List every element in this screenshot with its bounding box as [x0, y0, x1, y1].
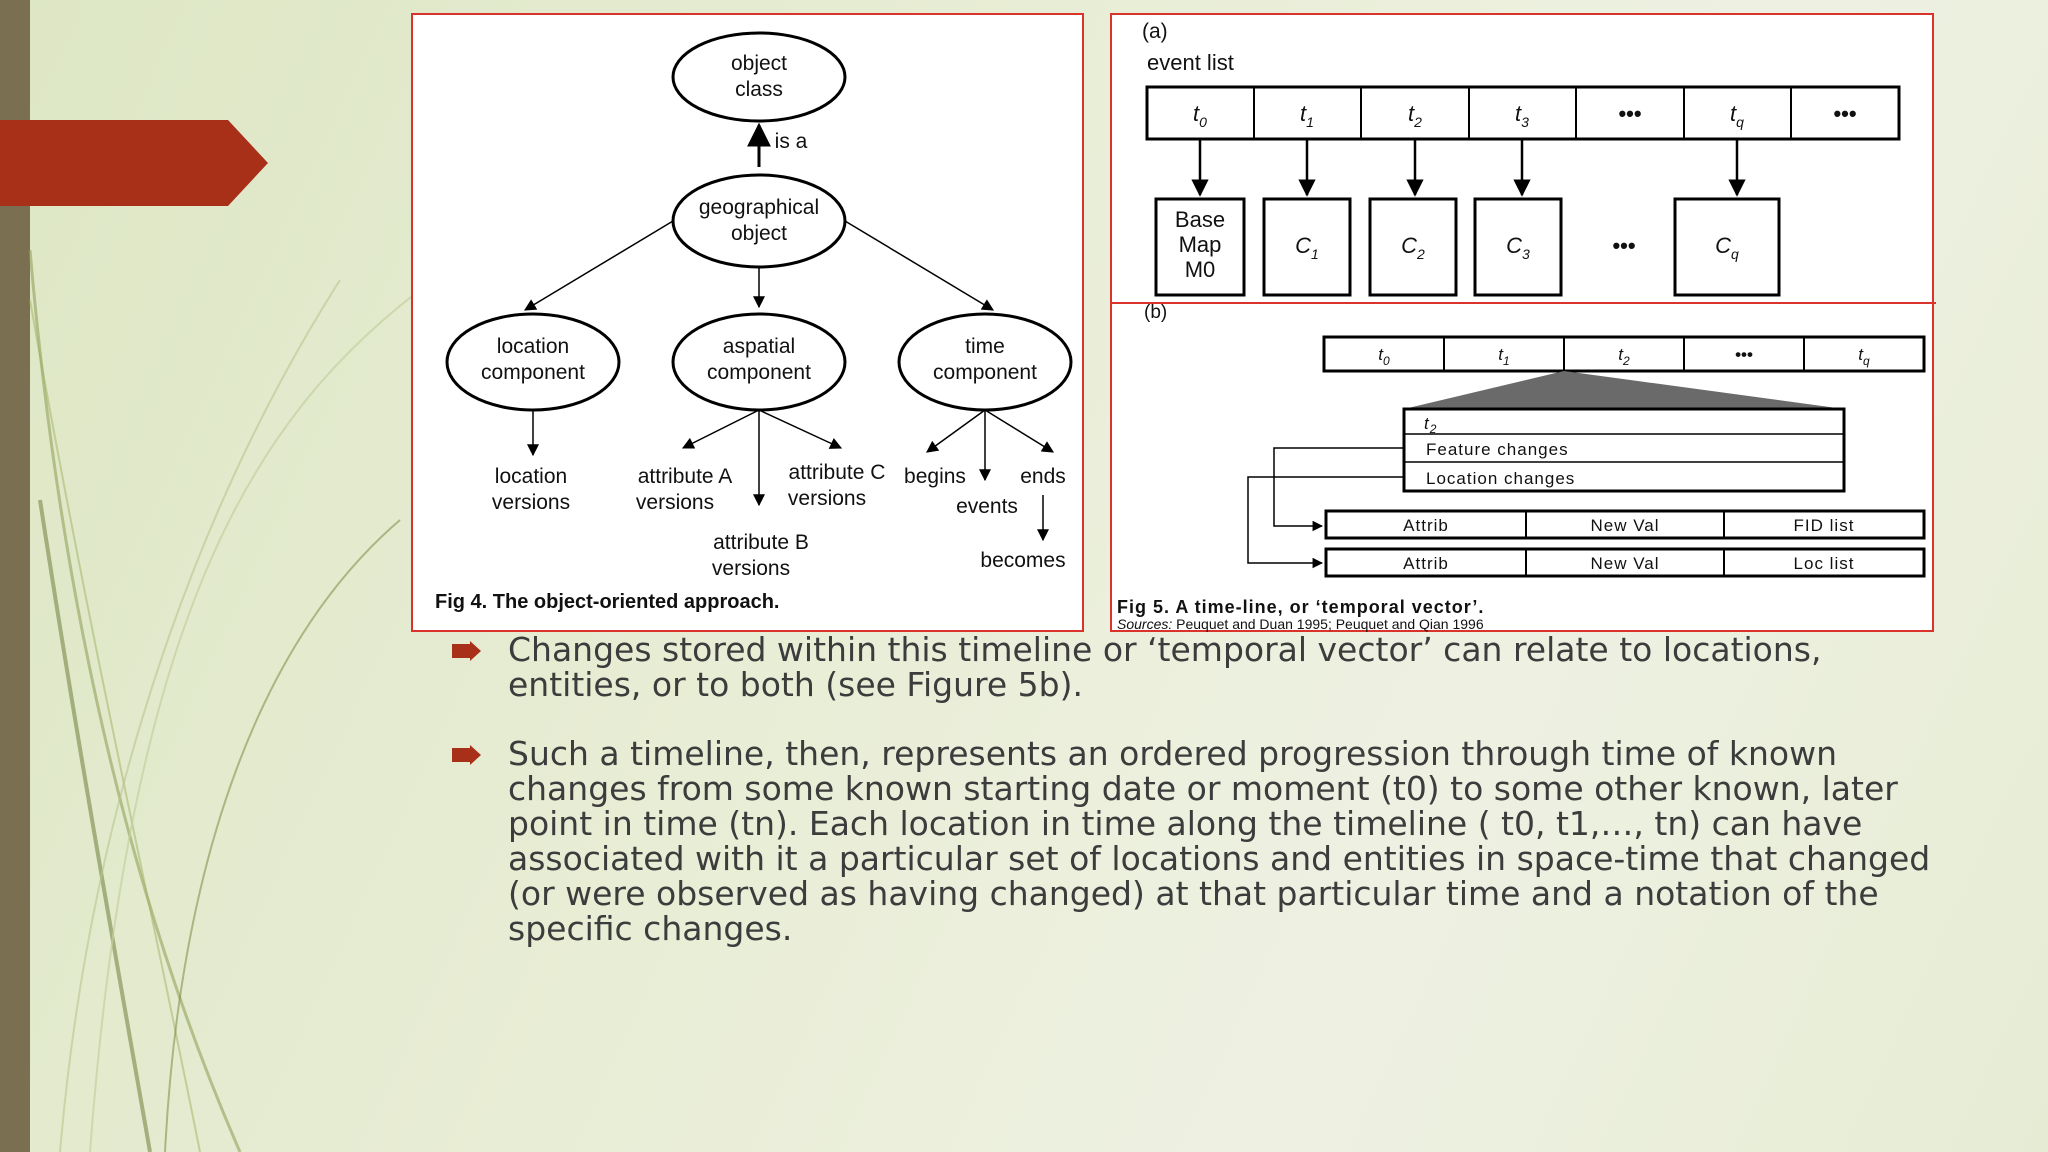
fig5-caption: Fig 5. A time-line, or ‘temporal vector’…: [1117, 597, 1484, 617]
event-cell-3: t3: [1515, 101, 1529, 130]
location-component-label-2: component: [481, 361, 585, 384]
attribute-c-label-2: versions: [788, 487, 866, 510]
is-a-label: is a: [775, 130, 808, 153]
event-list-label: event list: [1147, 50, 1234, 75]
change-label-3: C3: [1506, 233, 1530, 262]
time-component-label-1: time: [965, 335, 1005, 358]
arrow-to-time-component: [844, 220, 995, 311]
fig5-part-a-label: (a): [1142, 20, 1168, 43]
bullet-arrow-icon: [452, 641, 481, 661]
arrow-to-attribute-c: [758, 409, 843, 449]
attribute-b-label-1: attribute B: [713, 531, 809, 554]
attribute-a-label-1: attribute A: [638, 465, 733, 488]
change-box-1: [1262, 197, 1352, 297]
row2-attrib: Attrib: [1403, 554, 1449, 573]
base-map-box: [1154, 197, 1246, 297]
arrow-to-begins: [926, 409, 986, 453]
geographical-object-label-2: object: [731, 222, 787, 245]
aspatial-component-label-1: aspatial: [723, 335, 795, 358]
row2-new-val: New Val: [1590, 554, 1659, 573]
bullet-item: Changes stored within this timeline or ‘…: [450, 632, 1950, 702]
arrow-to-attribute-a: [681, 409, 760, 449]
decorative-curves: [28, 249, 420, 1152]
location-component-label-1: location: [497, 335, 569, 358]
time-component-label-2: component: [933, 361, 1037, 384]
becomes-label: becomes: [980, 549, 1065, 572]
change-box-q: [1673, 197, 1781, 297]
bullet-item: Such a timeline, then, represents an ord…: [450, 736, 1950, 946]
event-cell-ellipsis-1: •••: [1618, 101, 1641, 126]
location-versions-label-2: versions: [492, 491, 570, 514]
events-label: events: [956, 495, 1018, 518]
bullet-list: Changes stored within this timeline or ‘…: [450, 632, 1950, 980]
row2-loc-list: Loc list: [1794, 554, 1855, 573]
geographical-object-node: [671, 173, 847, 269]
bullet-text-2: Such a timeline, then, represents an ord…: [508, 734, 1931, 948]
bullet-arrow-icon: [452, 745, 481, 765]
connector-feature: [1273, 447, 1404, 532]
attribute-c-label-1: attribute C: [789, 461, 886, 484]
object-class-node: [671, 31, 847, 123]
attribute-b-label-2: versions: [712, 557, 790, 580]
timeline-b-cell-q: tq: [1858, 345, 1870, 368]
fig4-caption: Fig 4. The object-oriented approach.: [435, 591, 779, 613]
attrib-row-1: [1324, 509, 1926, 540]
aspatial-component-label-2: component: [707, 361, 811, 384]
change-label-q: Cq: [1715, 233, 1739, 262]
arrow-to-ends: [984, 409, 1055, 453]
feature-changes-label: Feature changes: [1426, 440, 1569, 459]
zoom-wedge: [1404, 371, 1844, 409]
row1-fid-list: FID list: [1794, 516, 1855, 535]
event-list-bar: [1145, 85, 1901, 141]
event-cell-1: t1: [1300, 101, 1314, 130]
base-map-label-1: Base: [1175, 207, 1225, 232]
red-arrow-tab: [0, 120, 268, 206]
row1-attrib: Attrib: [1403, 516, 1449, 535]
location-changes-label: Location changes: [1426, 469, 1575, 488]
object-class-label-2: class: [735, 78, 783, 101]
geographical-object-label-1: geographical: [699, 196, 819, 219]
base-map-label-3: M0: [1185, 257, 1216, 282]
timeline-b-cell-2: t2: [1618, 345, 1630, 368]
object-class-label-1: object: [731, 52, 787, 75]
event-cell-2: t2: [1408, 101, 1422, 130]
connector-location: [1247, 476, 1404, 569]
event-cell-ellipsis-2: •••: [1833, 101, 1856, 126]
figure-4-panel: object class is a geographical object lo…: [411, 13, 1084, 632]
arrow-to-location-component: [523, 220, 674, 311]
timeline-b-cell-1: t1: [1498, 345, 1509, 368]
location-versions-label-1: location: [495, 465, 567, 488]
begins-label: begins: [904, 465, 966, 488]
base-map-label-2: Map: [1179, 232, 1222, 257]
change-box-3: [1473, 197, 1563, 297]
fig5-part-b-label: (b): [1144, 302, 1167, 323]
attrib-row-2: [1324, 547, 1926, 578]
row1-new-val: New Val: [1590, 516, 1659, 535]
figure-5-panel: (a) event list t0 t1 t2 t3 ••• tq •••: [1110, 13, 1936, 632]
change-label-1: C1: [1295, 233, 1319, 262]
timeline-b-bar: [1322, 335, 1926, 373]
detail-header: t2: [1424, 414, 1437, 436]
change-ellipsis: •••: [1612, 233, 1635, 258]
event-cell-0: t0: [1193, 101, 1207, 130]
ends-label: ends: [1020, 465, 1066, 488]
event-cell-q: tq: [1730, 101, 1744, 130]
change-label-2: C2: [1401, 233, 1425, 262]
attribute-a-label-2: versions: [636, 491, 714, 514]
change-box-2: [1368, 197, 1458, 297]
timeline-b-ellipsis: •••: [1735, 345, 1753, 364]
detail-box: [1402, 407, 1846, 493]
fig5-sources: Sources: Peuquet and Duan 1995; Peuquet …: [1117, 616, 1484, 632]
bullet-text-1: Changes stored within this timeline or ‘…: [508, 630, 1822, 704]
timeline-b-cell-0: t0: [1378, 345, 1390, 368]
